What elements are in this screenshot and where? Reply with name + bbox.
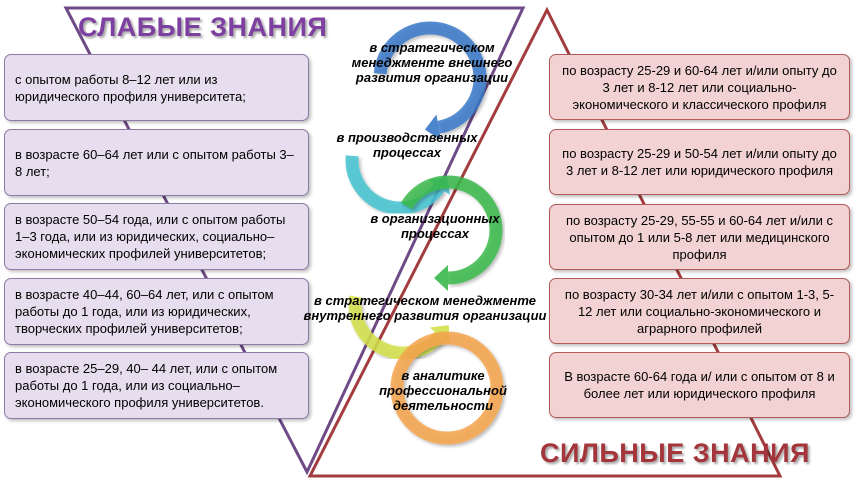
weak-item-2: в возрасте 60–64 лет или с опытом работы… <box>4 129 309 196</box>
cycle-label-line: в производственных <box>336 130 478 145</box>
weak-item-3: в возрасте 50–54 года, или с опытом рабо… <box>4 203 309 270</box>
cycle-label-internal-strategy: в стратегическом менеджменте внутреннего… <box>300 293 550 323</box>
cycle-label-analytics: в аналитике профессиональной деятельност… <box>378 368 508 413</box>
cycle-label-line: в аналитике <box>401 368 485 383</box>
cycle-label-external-strategy: в стратегическом менеджменте внешнего ра… <box>342 40 522 85</box>
cycle-arrow-1 <box>373 21 487 134</box>
cycle-arrow-2 <box>345 155 445 215</box>
cycle-label-line: в организационных <box>370 211 500 226</box>
strong-item-4: по возрасту 30-34 лет и/или с опытом 1-3… <box>549 278 850 344</box>
strong-item-3: по возрасту 25-29, 55-55 и 60-64 лет и/и… <box>549 204 850 270</box>
strong-item-2: по возрасту 25-29 и 50-54 лет и/или опыт… <box>549 129 850 195</box>
weak-item-4: в возрасте 40–44, 60–64 лет, или с опыто… <box>4 278 309 345</box>
cycle-arrowhead-3 <box>434 265 448 291</box>
weak-knowledge-title: СЛАБЫЕ ЗНАНИЯ <box>78 12 328 42</box>
cycle-label-line: процессах <box>372 145 442 160</box>
cycle-label-line: в стратегическом <box>369 40 495 55</box>
cycle-label-production: в производственных процессах <box>332 130 482 160</box>
cycle-label-organizational: в организационных процессах <box>360 211 510 241</box>
cycle-label-line: процессах <box>400 226 470 241</box>
cycle-label-line: развития организации <box>355 70 509 85</box>
strong-item-5: В возрасте 60-64 года и/ или с опытом от… <box>549 352 850 418</box>
weak-item-5: в возрасте 25–29, 40– 44 лет, или с опыт… <box>4 352 309 419</box>
cycle-label-line: деятельности <box>392 398 494 413</box>
cycle-arrows <box>345 21 504 445</box>
cycle-label-line: внутреннего развития организации <box>303 308 547 323</box>
cycle-arrow-5 <box>390 331 504 445</box>
strong-knowledge-title: СИЛЬНЫЕ ЗНАНИЯ <box>540 438 810 468</box>
cycle-label-line: профессиональной <box>379 383 507 398</box>
strong-item-1: по возрасту 25-29 и 60-64 лет и/или опыт… <box>549 54 850 120</box>
cycle-label-line: в стратегическом менеджменте <box>314 293 536 308</box>
weak-item-1: с опытом работы 8–12 лет или из юридичес… <box>4 54 309 121</box>
cycle-arrowhead-1 <box>424 114 441 141</box>
cycle-arrow-3 <box>400 175 503 285</box>
cycle-label-line: менеджменте внешнего <box>351 55 513 70</box>
